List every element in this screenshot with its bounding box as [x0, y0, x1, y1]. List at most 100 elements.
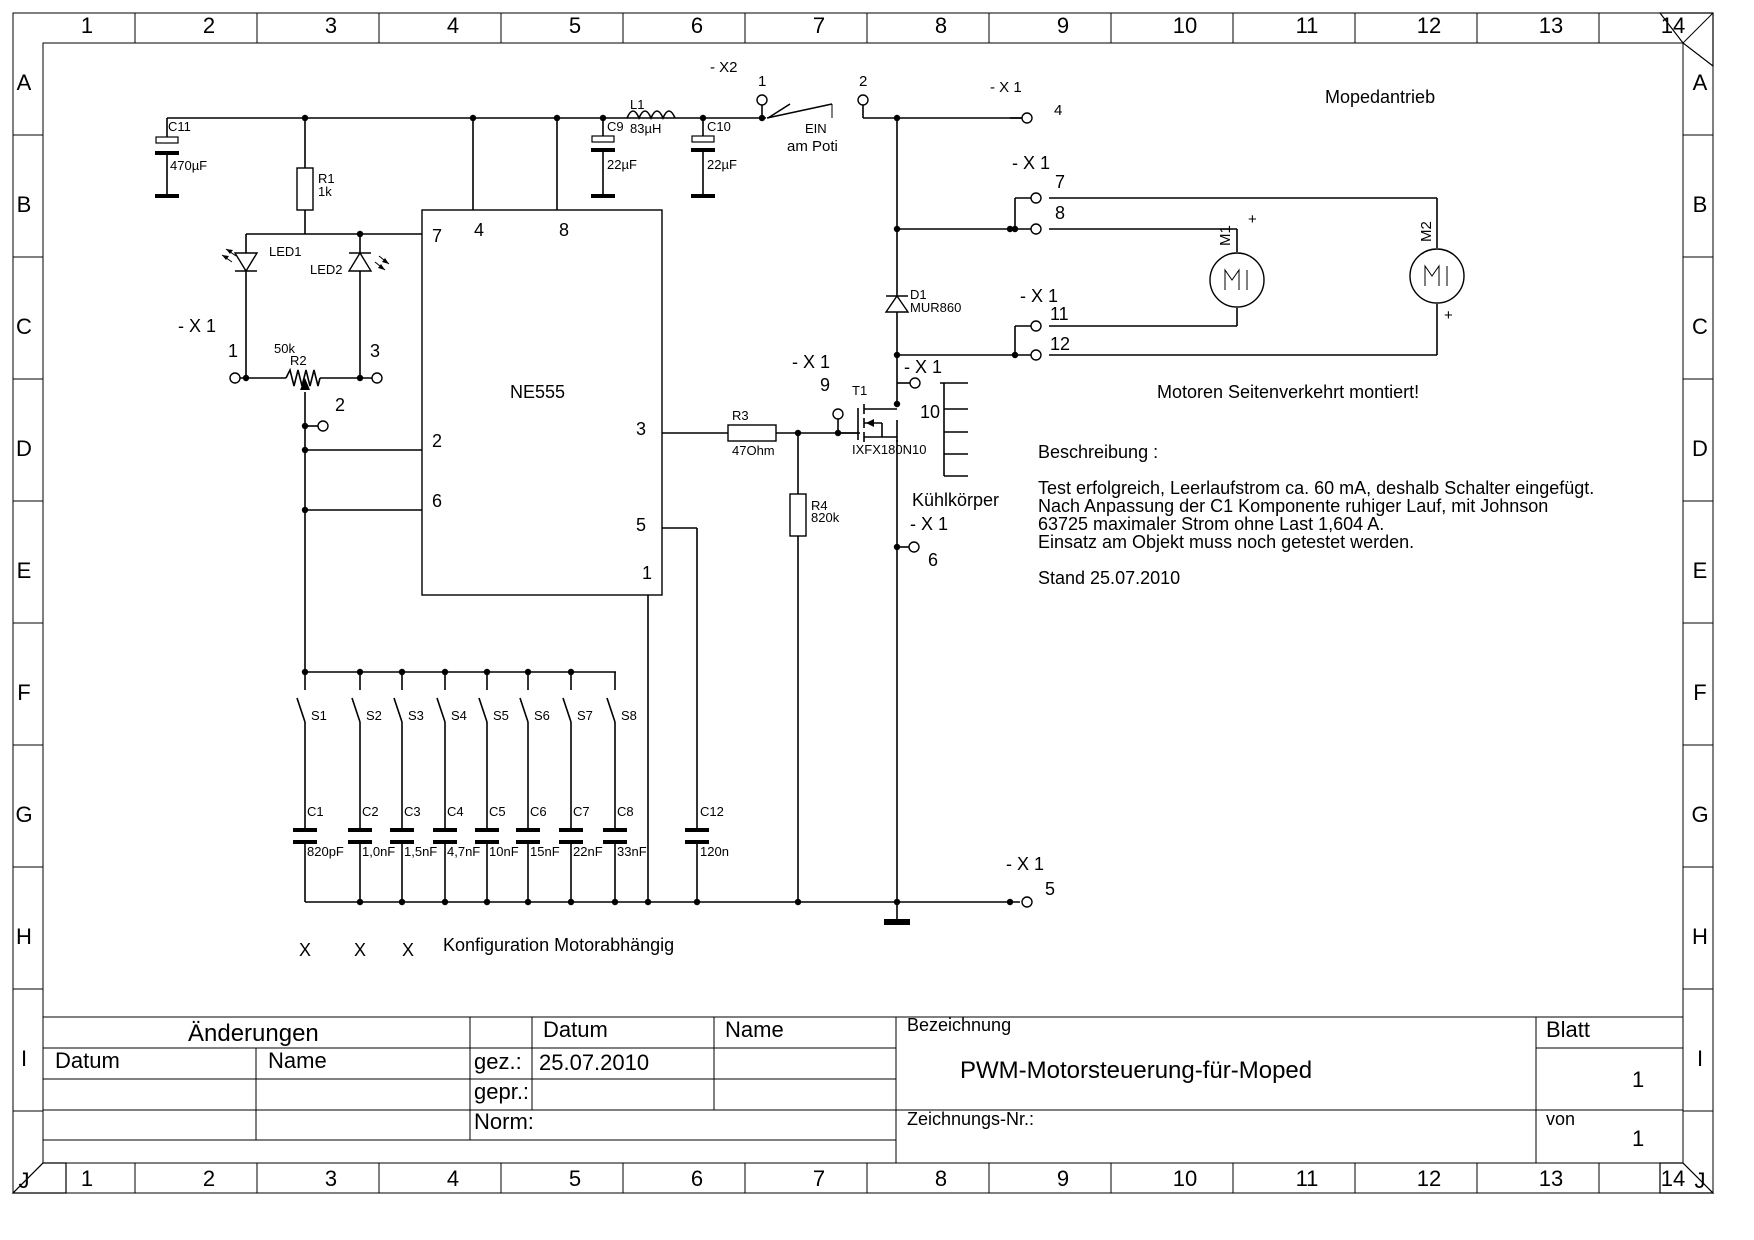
x2-label: - X2 [710, 59, 738, 76]
row-label-right: A [1693, 70, 1708, 95]
config-mark-2: X [354, 940, 366, 960]
ic-pin-6: 6 [432, 491, 442, 511]
switch-label: S2 [366, 708, 382, 723]
column-label-bottom: 1 [81, 1166, 93, 1191]
x1-pin-10: 10 [920, 402, 940, 422]
x1-pin-9: 9 [820, 375, 830, 395]
x1-pin-8: 8 [1055, 203, 1065, 223]
column-label-bottom: 13 [1539, 1166, 1563, 1191]
capacitor-ref: C8 [617, 804, 634, 819]
r2-ref: R2 [290, 353, 307, 368]
ic-pin-8: 8 [559, 220, 569, 240]
l1-ref: L1 [630, 97, 644, 112]
row-label-left: D [16, 436, 32, 461]
ground-and-x1-pin5: - X 1 5 [884, 854, 1055, 925]
tb-datum-header: Datum [543, 1017, 608, 1042]
r3-value: 47Ohm [732, 443, 775, 458]
row-ticks [13, 134, 1713, 1112]
capacitor-ref: C4 [447, 804, 464, 819]
m2-plus: + [1444, 307, 1453, 324]
column-label-top: 11 [1296, 13, 1319, 38]
capacitor-ref: C3 [404, 804, 421, 819]
column-ticks [134, 13, 1600, 1193]
row-label-right: I [1697, 1046, 1703, 1071]
led2-label: LED2 [310, 262, 343, 277]
x1-pin-3: 3 [370, 341, 380, 361]
row-label-left: G [15, 802, 32, 827]
inductor-l1: L1 83µH [626, 97, 676, 136]
column-label-top: 12 [1417, 13, 1441, 38]
switch-s4: S4 [436, 672, 467, 828]
column-label-top: 1 [81, 13, 93, 38]
row-label-left: J [19, 1168, 30, 1193]
tb-von-value: 1 [1632, 1126, 1644, 1151]
description-line: Einsatz am Objekt muss noch getestet wer… [1038, 532, 1414, 552]
capacitor-ref: C1 [307, 804, 324, 819]
column-label-top: 6 [691, 13, 703, 38]
tb-datum-col: Datum [55, 1048, 120, 1073]
switch-s3: S3 [393, 672, 424, 828]
c11-value: 470µF [170, 158, 207, 173]
led1-label: LED1 [269, 244, 302, 259]
connector-x1-left: - X 1 1 3 2 [178, 316, 383, 432]
note-motors: Motoren Seitenverkehrt montiert! [1157, 382, 1419, 402]
tb-von: von [1546, 1109, 1575, 1129]
ic-pin-1: 1 [642, 563, 652, 583]
capacitor-value: 33nF [617, 844, 647, 859]
capacitor-c2: C21,0nF [348, 804, 395, 902]
x1-label-a: - X 1 [990, 79, 1022, 96]
tb-gez-date: 25.07.2010 [539, 1050, 649, 1075]
column-label-top: 3 [325, 13, 337, 38]
capacitor-value: 10nF [489, 844, 519, 859]
description-line: Test erfolgreich, Leerlaufstrom ca. 60 m… [1038, 478, 1594, 498]
row-label-left: C [16, 314, 32, 339]
row-label-left: H [16, 924, 32, 949]
motor-m2: M2 + [1409, 221, 1465, 324]
c9-ref: C9 [607, 119, 624, 134]
column-label-bottom: 10 [1173, 1166, 1197, 1191]
tb-gepr: gepr.: [474, 1079, 529, 1104]
ic-pin-7: 7 [432, 226, 442, 246]
connector-x1-pin10: - X 1 10 [904, 357, 942, 422]
capacitor-value: 4,7nF [447, 844, 480, 859]
ic-pin-4: 4 [474, 220, 484, 240]
c10-ref: C10 [707, 119, 731, 134]
column-label-top: 13 [1539, 13, 1563, 38]
row-label-right: B [1693, 192, 1708, 217]
c11-ref: C11 [168, 119, 191, 134]
drawing-frame [11, 12, 1715, 1194]
switch-s2: S2 [351, 672, 382, 828]
column-label-top: 2 [203, 13, 215, 38]
m1-label: M1 [1217, 225, 1234, 246]
ic-pin-5: 5 [636, 515, 646, 535]
capacitor-ref: C7 [573, 804, 590, 819]
column-label-bottom: 2 [203, 1166, 215, 1191]
x1-pin-12: 12 [1050, 334, 1070, 354]
r1-ref: R1 [318, 171, 335, 186]
column-label-top: 8 [935, 13, 947, 38]
column-label-bottom: 6 [691, 1166, 703, 1191]
connector-x1-pins11-12: - X 1 11 12 [1020, 286, 1070, 361]
t1-ref: T1 [852, 383, 867, 398]
capacitor-c4: C4 4,7nF [433, 804, 480, 902]
note-description-heading: Beschreibung : [1038, 442, 1158, 462]
capacitor-value: 1,0nF [362, 844, 395, 859]
column-label-bottom: 14 [1661, 1166, 1685, 1191]
r4-value: 820k [811, 510, 840, 525]
capacitor-c3: C31,5nF [390, 804, 437, 902]
row-label-right: H [1692, 924, 1708, 949]
row-label-right: D [1692, 436, 1708, 461]
switch-label: S5 [493, 708, 509, 723]
heatsink-label: Kühlkörper [912, 490, 999, 510]
x1-pin-5: 5 [1045, 879, 1055, 899]
switch-s7: S7 [562, 672, 593, 828]
row-label-left: B [17, 192, 32, 217]
description-lines: Test erfolgreich, Leerlaufstrom ca. 60 m… [1038, 478, 1594, 552]
capacitor-c11: C11 470µF [155, 119, 207, 198]
row-label-left: A [17, 70, 32, 95]
tb-gez: gez.: [474, 1049, 522, 1074]
connector-x1-pins7-8: - X 1 7 8 [1012, 153, 1065, 235]
